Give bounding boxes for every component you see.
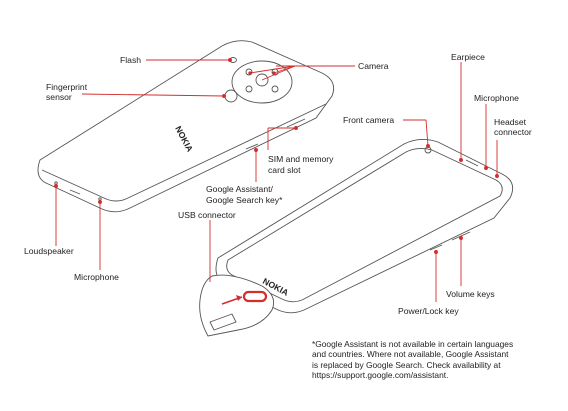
footnote-line-1: *Google Assistant is not available in ce…: [312, 339, 514, 349]
earpiece-slot: [465, 159, 479, 167]
label-headset-1: Headset: [494, 117, 527, 127]
phone-back-outline: [37, 40, 335, 213]
volume-key: [451, 231, 471, 241]
footnote-line-3: is replaced by Google Search. Check avai…: [312, 359, 501, 370]
camera-lens-center: [255, 73, 269, 87]
usb-arrow-head: [236, 295, 242, 301]
footnote-line-2: and countries. Where not available, Goog…: [312, 349, 509, 360]
phone-back-view: [37, 40, 335, 213]
label-front-camera: Front camera: [343, 115, 394, 125]
phone-back-edge: [41, 103, 327, 202]
label-flash: Flash: [120, 55, 141, 65]
label-earpiece: Earpiece: [451, 52, 485, 62]
footnote: *Google Assistant is not available in ce…: [312, 339, 562, 381]
bottom-usb-port: [69, 189, 81, 195]
label-sim-1: SIM and memory: [268, 154, 334, 164]
brand-logo-back: NOKIA: [173, 124, 195, 153]
camera-lens-small-4: [271, 85, 279, 93]
camera-lens-small-3: [245, 85, 253, 93]
label-sim-2: card slot: [268, 165, 301, 175]
power-key: [429, 244, 443, 251]
phone-front-screen: [226, 147, 503, 303]
label-microphone-top: Microphone: [474, 93, 519, 103]
label-volume: Volume keys: [446, 289, 495, 299]
usb-cable-icon: [209, 313, 237, 331]
label-microphone-bottom: Microphone: [74, 272, 119, 282]
label-fingerprint-1: Fingerprint: [46, 82, 88, 92]
label-loudspeaker: Loudspeaker: [24, 246, 74, 256]
usb-closeup: [199, 274, 275, 337]
camera-module: [231, 60, 293, 104]
label-assistant-2: Google Search key*: [206, 195, 283, 205]
bottom-speaker-hole: [54, 181, 58, 185]
label-fingerprint-2: sensor: [46, 92, 72, 102]
callout-lines: [54, 58, 499, 302]
usb-closeup-frame: [199, 274, 275, 337]
fingerprint-sensor-icon: [224, 89, 238, 103]
camera-lens-small-1: [245, 68, 253, 76]
label-usb: USB connector: [178, 210, 236, 220]
sim-slot: [286, 118, 306, 128]
label-assistant-1: Google Assistant/: [206, 184, 273, 194]
assistant-key: [245, 143, 259, 150]
label-headset-2: connector: [494, 127, 532, 137]
usb-port-icon: [242, 290, 268, 303]
camera-callout-lines: [249, 65, 296, 81]
label-camera: Camera: [358, 61, 389, 71]
bottom-mic-hole: [98, 197, 102, 201]
footnote-line-4: https://support.google.com/assistant.: [312, 370, 449, 381]
label-power: Power/Lock key: [398, 306, 459, 316]
